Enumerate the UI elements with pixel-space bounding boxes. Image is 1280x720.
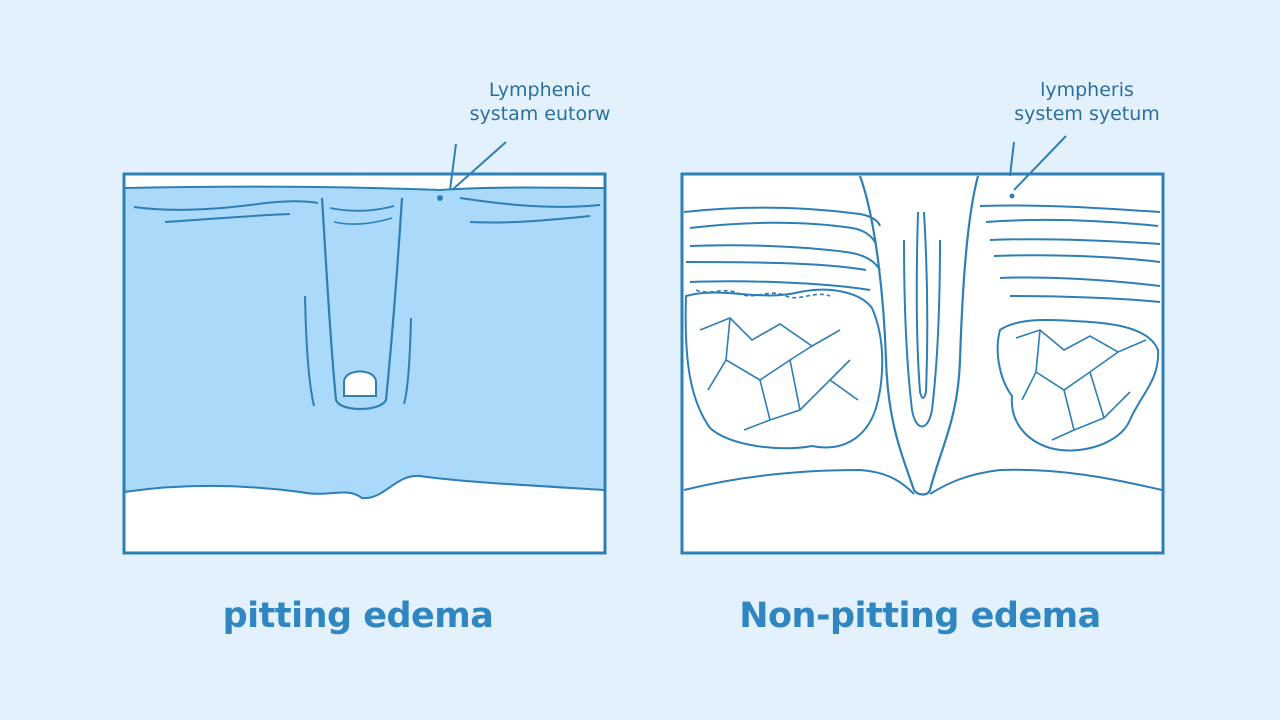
- tissue-layer-line: [985, 218, 1159, 227]
- pit-side-line: [304, 295, 315, 407]
- pit-indentation: [320, 197, 404, 410]
- non-pitting-lymphatic-annotation: lympheris system syetum: [992, 78, 1182, 126]
- subcutaneous-base-line: [929, 468, 1163, 495]
- pitting-lymphatic-annotation: Lymphenic systam eutorw: [440, 78, 640, 126]
- lymphatic-vessel-dot: [437, 195, 443, 201]
- annotation-leader-line: [449, 143, 457, 191]
- fibrous-network: [695, 289, 831, 299]
- annotation-line: lympheris: [1040, 79, 1134, 101]
- tissue-layer-line: [993, 254, 1161, 263]
- skin-surface-line: [469, 215, 591, 224]
- tissue-layer-line: [689, 221, 877, 245]
- tissue-layer-line: [1009, 295, 1161, 303]
- tissue-layer-line: [989, 238, 1161, 245]
- tissue-fold-inner: [903, 239, 941, 428]
- tissue-layer-line: [979, 204, 1161, 213]
- tissue-layer-line: [685, 261, 867, 271]
- fingertip: [343, 370, 377, 397]
- tissue-fold-inner: [915, 211, 929, 399]
- non-pitting-edema-panel: [680, 135, 1165, 555]
- tissue-layer-line: [689, 244, 881, 271]
- fibrous-network: [1015, 329, 1147, 441]
- annotation-leader-line: [1009, 141, 1015, 177]
- non-pitting-panel-background: [682, 174, 1163, 553]
- tissue-layer-line: [999, 276, 1161, 287]
- pit-indentation-inner: [329, 205, 395, 212]
- pitting-edema-caption: pitting edema: [222, 596, 494, 636]
- subcutaneous-base-line: [683, 468, 915, 495]
- annotation-leader-line: [1013, 135, 1067, 191]
- non-pitting-edema-caption: Non-pitting edema: [739, 596, 1101, 636]
- tissue-layer-line: [683, 206, 881, 227]
- pit-indentation-inner: [333, 217, 393, 225]
- non-pitting-panel-frame: [680, 172, 1165, 555]
- annotation-line: Lymphenic: [488, 79, 592, 101]
- skin-surface-line: [164, 213, 291, 223]
- tissue-fold: [858, 175, 980, 496]
- pit-side-line: [403, 317, 412, 405]
- pitting-edema-panel: [122, 141, 607, 555]
- skin-surface-line: [459, 197, 601, 208]
- annotation-line: systam eutorw: [469, 103, 611, 125]
- annotation-leader-line: [451, 141, 507, 191]
- interstitial-fluid-layer: [123, 185, 606, 500]
- tissue-layer-line: [689, 280, 871, 291]
- fibrous-tissue-mass: [684, 288, 884, 450]
- pitting-panel-frame: [122, 172, 607, 555]
- lymphatic-vessel-dot: [1009, 193, 1015, 199]
- annotation-line: system syetum: [1014, 103, 1160, 125]
- skin-surface-line: [133, 200, 319, 211]
- fibrous-tissue-mass: [996, 318, 1160, 452]
- fibrous-network: [699, 317, 859, 431]
